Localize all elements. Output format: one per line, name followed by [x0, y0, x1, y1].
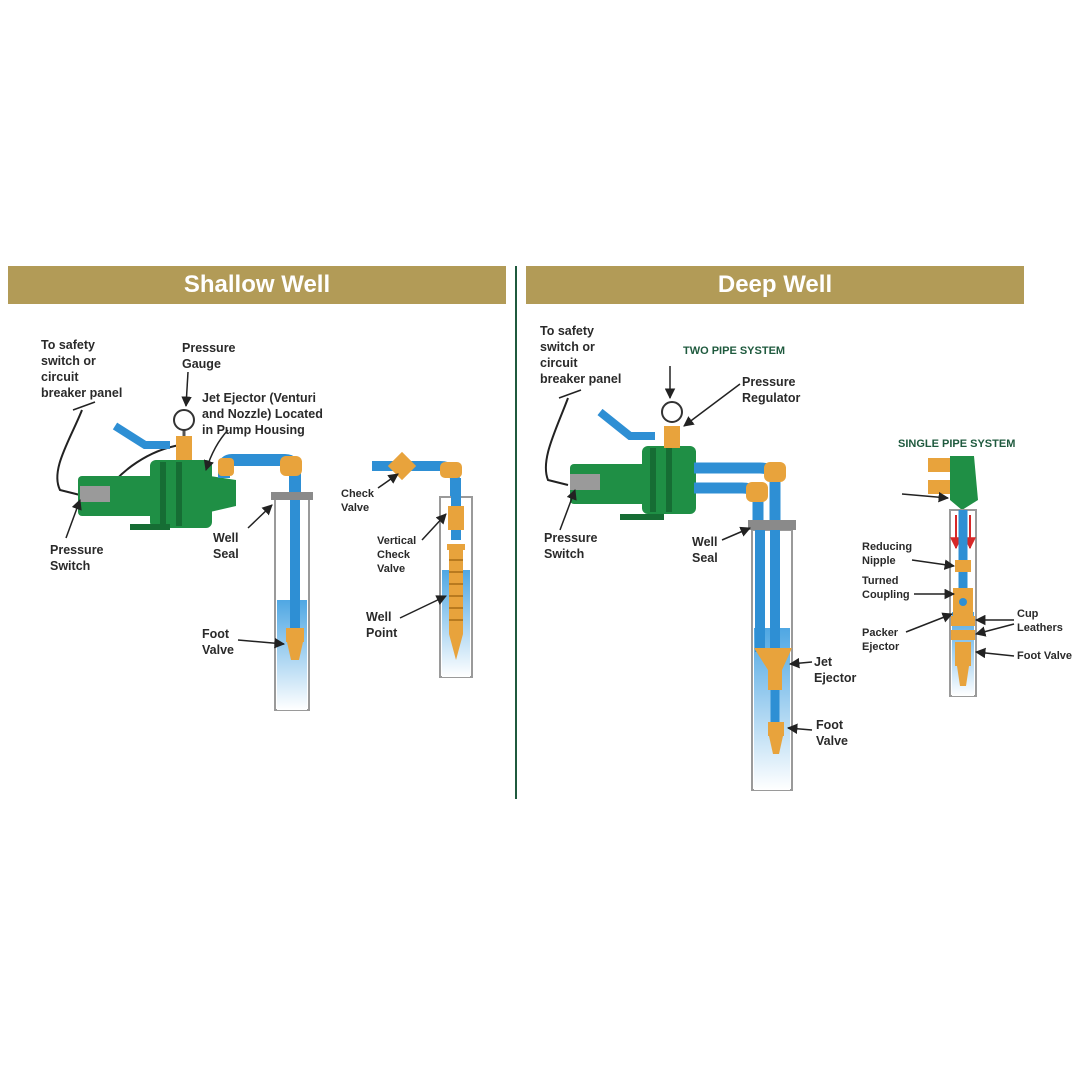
shallow-well-diagram [56, 401, 473, 711]
shallow-jet-ejector-label: Jet Ejector (Venturi and Nozzle) Located… [202, 391, 323, 437]
shallow-well-point-label: Well Point [366, 610, 398, 640]
deep-pressure-switch-label: Pressure Switch [544, 531, 598, 561]
single-foot-valve-label: Foot Valve [1017, 650, 1073, 662]
shallow-pressure-gauge-label: Pressure Gauge [182, 341, 236, 371]
shallow-well-title: Shallow Well [183, 271, 331, 298]
packer-ejector-label: Packer Ejector [862, 627, 900, 653]
deep-foot-valve-label: Foot Valve [816, 718, 848, 748]
deep-well-diagram [544, 389, 978, 791]
turned-coupling-label: Turned Coupling [862, 575, 910, 601]
leader-arrows [65, 366, 1015, 735]
shallow-foot-valve-label: Foot Valve [202, 627, 234, 657]
deep-jet-ejector-label: Jet Ejector [814, 655, 857, 685]
shallow-to-safety-label: To safety switch or circuit breaker pane… [41, 338, 123, 400]
two-pipe-system-label: TWO PIPE SYSTEM [683, 345, 786, 357]
reducing-nipple-label: Reducing Nipple [862, 541, 913, 567]
deep-well-banner: Deep Well [526, 266, 1024, 304]
deep-pressure-regulator-label: Pressure Regulator [742, 375, 801, 405]
deep-to-safety-label: To safety switch or circuit breaker pane… [540, 324, 622, 386]
shallow-pressure-switch-label: Pressure Switch [50, 543, 104, 573]
shallow-well-banner: Shallow Well [8, 266, 506, 304]
shallow-pump [78, 460, 236, 530]
section-divider [515, 266, 517, 799]
shallow-well-seal-label: Well Seal [213, 531, 239, 561]
single-pipe-system-label: SINGLE PIPE SYSTEM [898, 438, 1016, 450]
shallow-vertical-check-valve-label: Vertical Check Valve [377, 535, 417, 575]
shallow-check-valve-label: Check Valve [341, 488, 375, 514]
cup-leathers-label: Cup Leathers [1017, 608, 1063, 634]
deep-well-seal-label: Well Seal [692, 535, 718, 565]
deep-well-title: Deep Well [717, 271, 833, 298]
